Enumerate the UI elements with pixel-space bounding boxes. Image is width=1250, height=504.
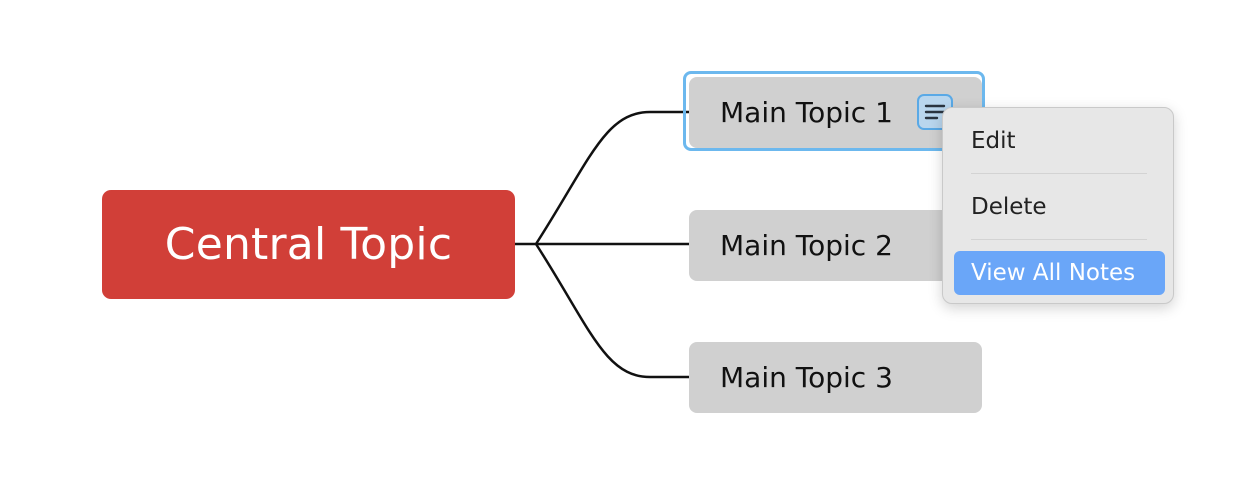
central-topic-label: Central Topic [164,219,453,270]
menu-item-delete[interactable]: Delete [954,185,1165,229]
menu-separator [971,239,1147,240]
main-topic-3[interactable]: Main Topic 3 [689,342,982,413]
main-topic-1-label: Main Topic 1 [720,96,893,129]
connector-to-topic-3 [534,243,689,379]
menu-item-edit[interactable]: Edit [954,119,1165,163]
note-context-menu: Edit Delete View All Notes [942,107,1174,304]
menu-item-view-all-notes[interactable]: View All Notes [954,251,1165,295]
connector-to-topic-1 [515,110,689,246]
menu-item-edit-label: Edit [971,128,1016,154]
main-topic-3-label: Main Topic 3 [720,361,893,394]
menu-item-view-all-notes-label: View All Notes [971,260,1136,286]
central-topic[interactable]: Central Topic [102,190,515,299]
menu-item-delete-label: Delete [971,194,1047,220]
main-topic-2[interactable]: Main Topic 2 [689,210,982,281]
menu-separator [971,173,1147,174]
note-lines-glyph [924,104,946,120]
main-topic-2-label: Main Topic 2 [720,229,893,262]
